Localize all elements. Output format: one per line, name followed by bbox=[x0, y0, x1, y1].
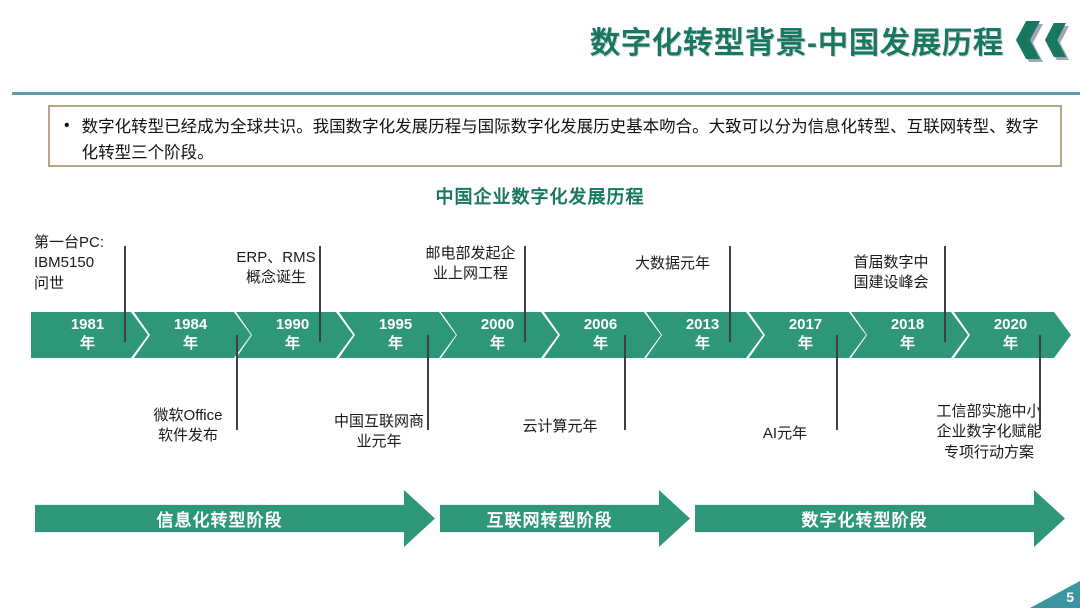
left-chevron-icon bbox=[1045, 23, 1066, 57]
timeline-year-suffix: 年 bbox=[899, 335, 915, 352]
annotation-top-2013: 大数据元年 bbox=[634, 255, 710, 272]
timeline-year: 1981 bbox=[70, 316, 105, 334]
timeline-chevron-2017: 2017 年 bbox=[749, 312, 866, 358]
timeline-year-suffix: 年 bbox=[1002, 335, 1018, 352]
bullet-glyph: • bbox=[64, 117, 70, 134]
timeline-chevron-2018: 2018 年 bbox=[851, 312, 968, 358]
diagram-title: 中国企业数字化发展历程 bbox=[435, 187, 645, 207]
annotation-bottom-1995: 中国互联网商 业元年 bbox=[333, 413, 424, 451]
tick-line-2018 bbox=[944, 246, 946, 342]
summary-text: 数字化转型已经成为全球共识。我国数字化发展历程与国际数字化发展历史基本吻合。大致… bbox=[81, 118, 1039, 162]
timeline-year: 2017 bbox=[788, 316, 823, 334]
timeline-year: 2000 bbox=[480, 316, 515, 334]
annotation-top-1981: 第一台PC: IBM5150 问世 bbox=[34, 234, 105, 292]
stage-arrow-internet: 互联网转型阶段 bbox=[440, 490, 690, 547]
annotation-bottom-2017: AI元年 bbox=[762, 425, 808, 442]
timeline-year: 2020 bbox=[993, 316, 1028, 334]
tick-line-2006 bbox=[624, 335, 626, 430]
annotation-top-2018: 首届数字中 国建设峰会 bbox=[853, 254, 929, 292]
timeline-year: 2006 bbox=[583, 316, 618, 334]
tick-line-2020 bbox=[1039, 335, 1041, 430]
timeline-chevron-1981: 1981 年 bbox=[31, 312, 148, 358]
slide-title: 数字化转型背景-中国发展历程 bbox=[590, 27, 1004, 60]
summary-box: • 数字化转型已经成为全球共识。我国数字化发展历程与国际数字化发展历史基本吻合。… bbox=[48, 105, 1062, 167]
annotation-top-2000: 邮电部发起企 业上网工程 bbox=[425, 245, 516, 283]
slide-header: 数字化转型背景-中国发展历程 bbox=[590, 18, 1066, 62]
tick-line-1990 bbox=[319, 246, 321, 342]
timeline-chevron-2013: 2013 年 bbox=[646, 312, 763, 358]
timeline-year-suffix: 年 bbox=[592, 335, 608, 352]
timeline-year: 2018 bbox=[890, 316, 925, 334]
timeline-chevron-2000: 2000 年 bbox=[441, 312, 558, 358]
timeline-year-suffix: 年 bbox=[797, 335, 813, 352]
double-left-chevron-icon bbox=[1016, 21, 1066, 59]
timeline-year-suffix: 年 bbox=[694, 335, 710, 352]
tick-line-1981 bbox=[124, 246, 126, 342]
timeline-year: 1984 bbox=[173, 316, 208, 334]
timeline-chevron-1995: 1995 年 bbox=[339, 312, 456, 358]
timeline-year: 1995 bbox=[378, 316, 413, 334]
timeline-year: 1990 bbox=[275, 316, 310, 334]
timeline-year-suffix: 年 bbox=[489, 335, 505, 352]
tick-line-2013 bbox=[729, 246, 731, 342]
tick-line-1984 bbox=[236, 335, 238, 430]
timeline-year-suffix: 年 bbox=[182, 335, 198, 352]
annotation-bottom-1984: 微软Office 软件发布 bbox=[153, 407, 223, 445]
timeline-year: 2013 bbox=[685, 316, 720, 334]
timeline-year-suffix: 年 bbox=[79, 335, 95, 352]
timeline-chevron-2020: 2020 年 bbox=[954, 312, 1071, 358]
annotation-top-1990: ERP、RMS 概念诞生 bbox=[236, 249, 316, 287]
page-number: 5 bbox=[1066, 589, 1074, 605]
timeline-chevron-1990: 1990 年 bbox=[236, 312, 353, 358]
annotation-bottom-2020: 工信部实施中小 企业数字化赋能 专项行动方案 bbox=[936, 403, 1042, 461]
tick-line-2017 bbox=[836, 335, 838, 430]
timeline-chevron-1984: 1984 年 bbox=[134, 312, 251, 358]
stage-arrow-informatization: 信息化转型阶段 bbox=[35, 490, 435, 547]
timeline-year-suffix: 年 bbox=[284, 335, 300, 352]
annotation-bottom-2006: 云计算元年 bbox=[522, 418, 598, 435]
tick-line-2000 bbox=[524, 246, 526, 342]
stage-arrow-digital: 数字化转型阶段 bbox=[695, 490, 1065, 547]
tick-line-1995 bbox=[427, 335, 429, 430]
timeline-year-suffix: 年 bbox=[387, 335, 403, 352]
timeline-chevron-2006: 2006 年 bbox=[544, 312, 661, 358]
left-chevron-icon bbox=[1016, 21, 1040, 59]
header-divider bbox=[12, 92, 1080, 95]
